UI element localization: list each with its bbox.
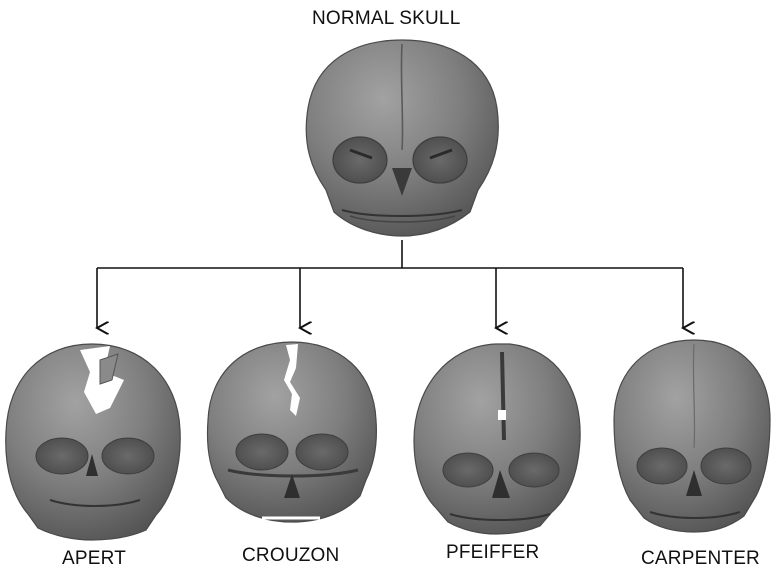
- apert-label: APERT: [62, 548, 126, 570]
- connector-lines: [97, 240, 683, 328]
- carpenter-skull-image: [614, 340, 770, 532]
- normal-skull-label: NORMAL SKULL: [312, 8, 460, 30]
- normal-skull-image: [306, 40, 498, 236]
- pfeiffer-label: PFEIFFER: [446, 542, 539, 564]
- apert-skull-image: [6, 344, 180, 540]
- crouzon-skull-image: [207, 342, 376, 522]
- pfeiffer-skull-image: [414, 344, 580, 534]
- crouzon-label: CROUZON: [242, 545, 339, 567]
- carpenter-label: CARPENTER: [641, 548, 760, 570]
